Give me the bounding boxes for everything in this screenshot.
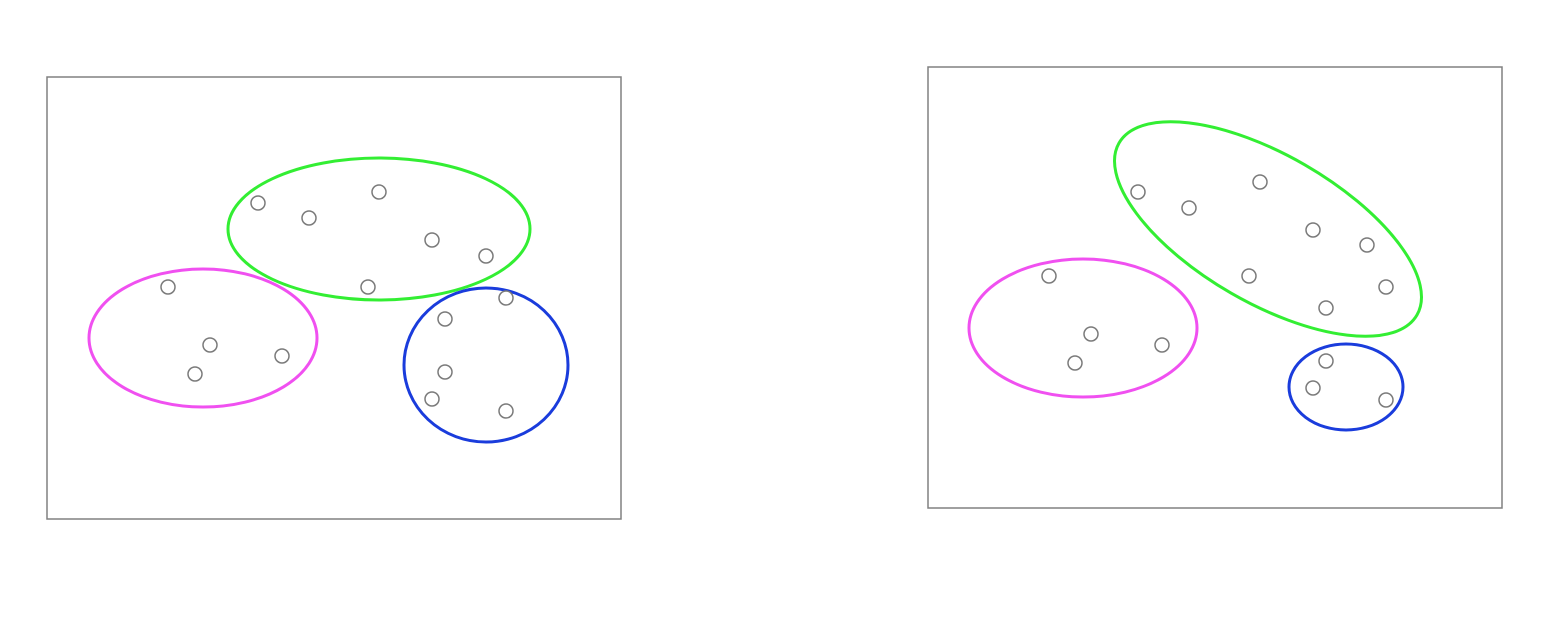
right-magenta-points [1041, 268, 1170, 371]
left-blue-points [424, 290, 514, 419]
left-green-points [250, 184, 494, 295]
right-green-points [1130, 174, 1394, 316]
data-point [1181, 200, 1197, 216]
left-cluster-magenta [87, 267, 319, 409]
data-point [1378, 279, 1394, 295]
data-point [478, 248, 494, 264]
data-point [437, 364, 453, 380]
data-point [360, 279, 376, 295]
data-point [1083, 326, 1099, 342]
right-panel-frame [927, 66, 1503, 509]
data-point [274, 348, 290, 364]
left-cluster-blue [402, 286, 570, 444]
right-cluster-blue [1287, 342, 1405, 432]
data-point [1154, 337, 1170, 353]
data-point [437, 311, 453, 327]
data-point [160, 279, 176, 295]
left-cluster-green [226, 156, 532, 302]
data-point [498, 403, 514, 419]
right-panel [927, 66, 1503, 509]
data-point [301, 210, 317, 226]
data-point [1359, 237, 1375, 253]
data-point [1318, 353, 1334, 369]
data-point [371, 184, 387, 200]
data-point [424, 391, 440, 407]
data-point [1252, 174, 1268, 190]
left-panel [46, 76, 622, 520]
data-point [1067, 355, 1083, 371]
data-point [424, 232, 440, 248]
data-point [1318, 300, 1334, 316]
data-point [1378, 392, 1394, 408]
data-point [1305, 380, 1321, 396]
data-point [498, 290, 514, 306]
data-point [1241, 268, 1257, 284]
data-point [187, 366, 203, 382]
right-cluster-green [1113, 120, 1423, 338]
right-blue-points [1305, 353, 1394, 408]
data-point [1041, 268, 1057, 284]
data-point [202, 337, 218, 353]
data-point [1305, 222, 1321, 238]
left-magenta-points [160, 279, 290, 382]
data-point [250, 195, 266, 211]
right-cluster-magenta [967, 257, 1199, 399]
data-point [1130, 184, 1146, 200]
